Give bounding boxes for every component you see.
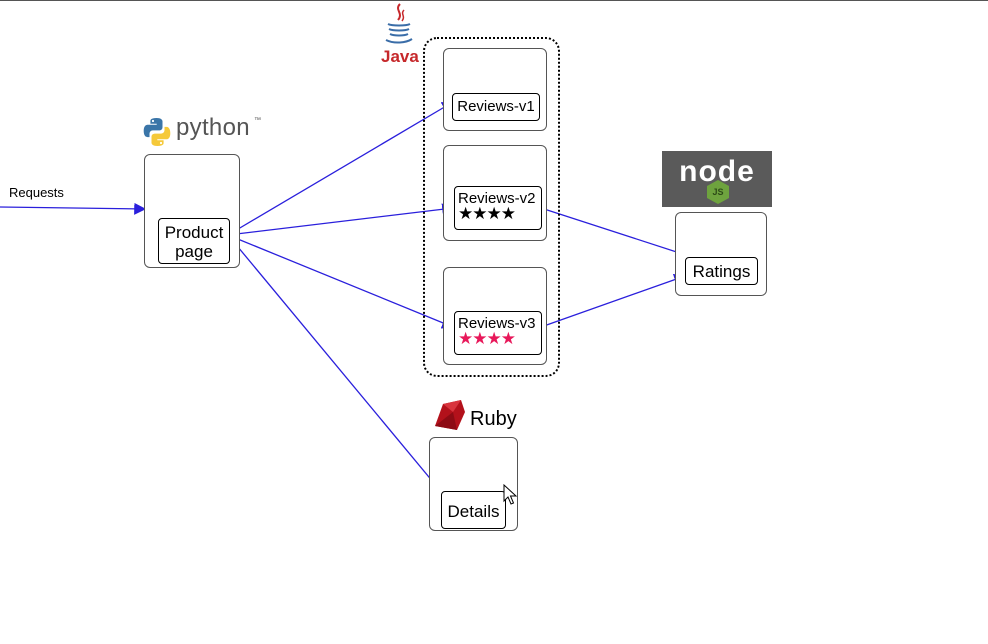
arrow-reviews-v3-to-ratings <box>540 273 687 328</box>
reviews-v1-label: Reviews-v1 <box>457 98 535 115</box>
nodejs-badge-text: JS <box>712 187 724 197</box>
reviews-v1-node[interactable]: Reviews-v1 <box>452 93 540 121</box>
python-logo-text: python <box>176 114 250 141</box>
ratings-node[interactable]: Ratings <box>685 257 758 285</box>
python-logo-icon <box>143 118 171 146</box>
reviews-v3-stars: ★★★★ <box>458 329 516 348</box>
java-logo-text: Java <box>381 47 419 66</box>
arrow-productpage-to-reviews-v3 <box>227 234 455 329</box>
reviews-v3-node[interactable]: Reviews-v3 ★★★★ <box>454 311 542 355</box>
reviews-v2-stars: ★★★★ <box>458 204 516 223</box>
arrow-productpage-to-details <box>227 234 444 495</box>
reviews-v3-service-box: Reviews-v3 ★★★★ <box>443 267 547 365</box>
arrow-productpage-to-reviews-v2 <box>227 203 455 236</box>
reviews-v2-service-box: Reviews-v2 ★★★★ <box>443 145 547 241</box>
python-trademark: ™ <box>254 117 261 124</box>
reviews-v1-service-box: Reviews-v1 <box>443 48 547 131</box>
reviews-v2-label: Reviews-v2 <box>458 190 536 207</box>
reviews-v3-label: Reviews-v3 <box>458 315 536 332</box>
arrow-requests-to-productpage <box>0 202 147 215</box>
nodejs-hexagon-icon <box>707 180 729 204</box>
nodejs-logo-icon: node JS <box>662 151 772 207</box>
ruby-logo-text: Ruby <box>470 408 517 430</box>
ratings-label: Ratings <box>692 262 751 281</box>
java-cup-icon <box>385 3 413 44</box>
requests-label: Requests <box>9 185 64 200</box>
arrow-reviews-v2-to-ratings <box>540 207 694 260</box>
productpage-label-line2: page <box>175 242 213 261</box>
productpage-node[interactable]: Product page <box>158 218 230 264</box>
reviews-v2-node[interactable]: Reviews-v2 ★★★★ <box>454 186 542 230</box>
ratings-service-box: Ratings <box>675 212 767 296</box>
arrow-productpage-to-reviews-v1 <box>227 101 455 236</box>
details-label: Details <box>447 502 500 521</box>
details-node[interactable]: Details <box>441 491 506 529</box>
ruby-gem-icon <box>435 400 465 430</box>
mouse-cursor-icon <box>503 484 518 505</box>
productpage-label-line1: Product <box>164 223 224 242</box>
top-divider <box>0 0 988 1</box>
productpage-service-box: Product page <box>144 154 240 268</box>
reviews-service-group <box>423 37 560 377</box>
details-service-box: Details <box>429 437 518 531</box>
